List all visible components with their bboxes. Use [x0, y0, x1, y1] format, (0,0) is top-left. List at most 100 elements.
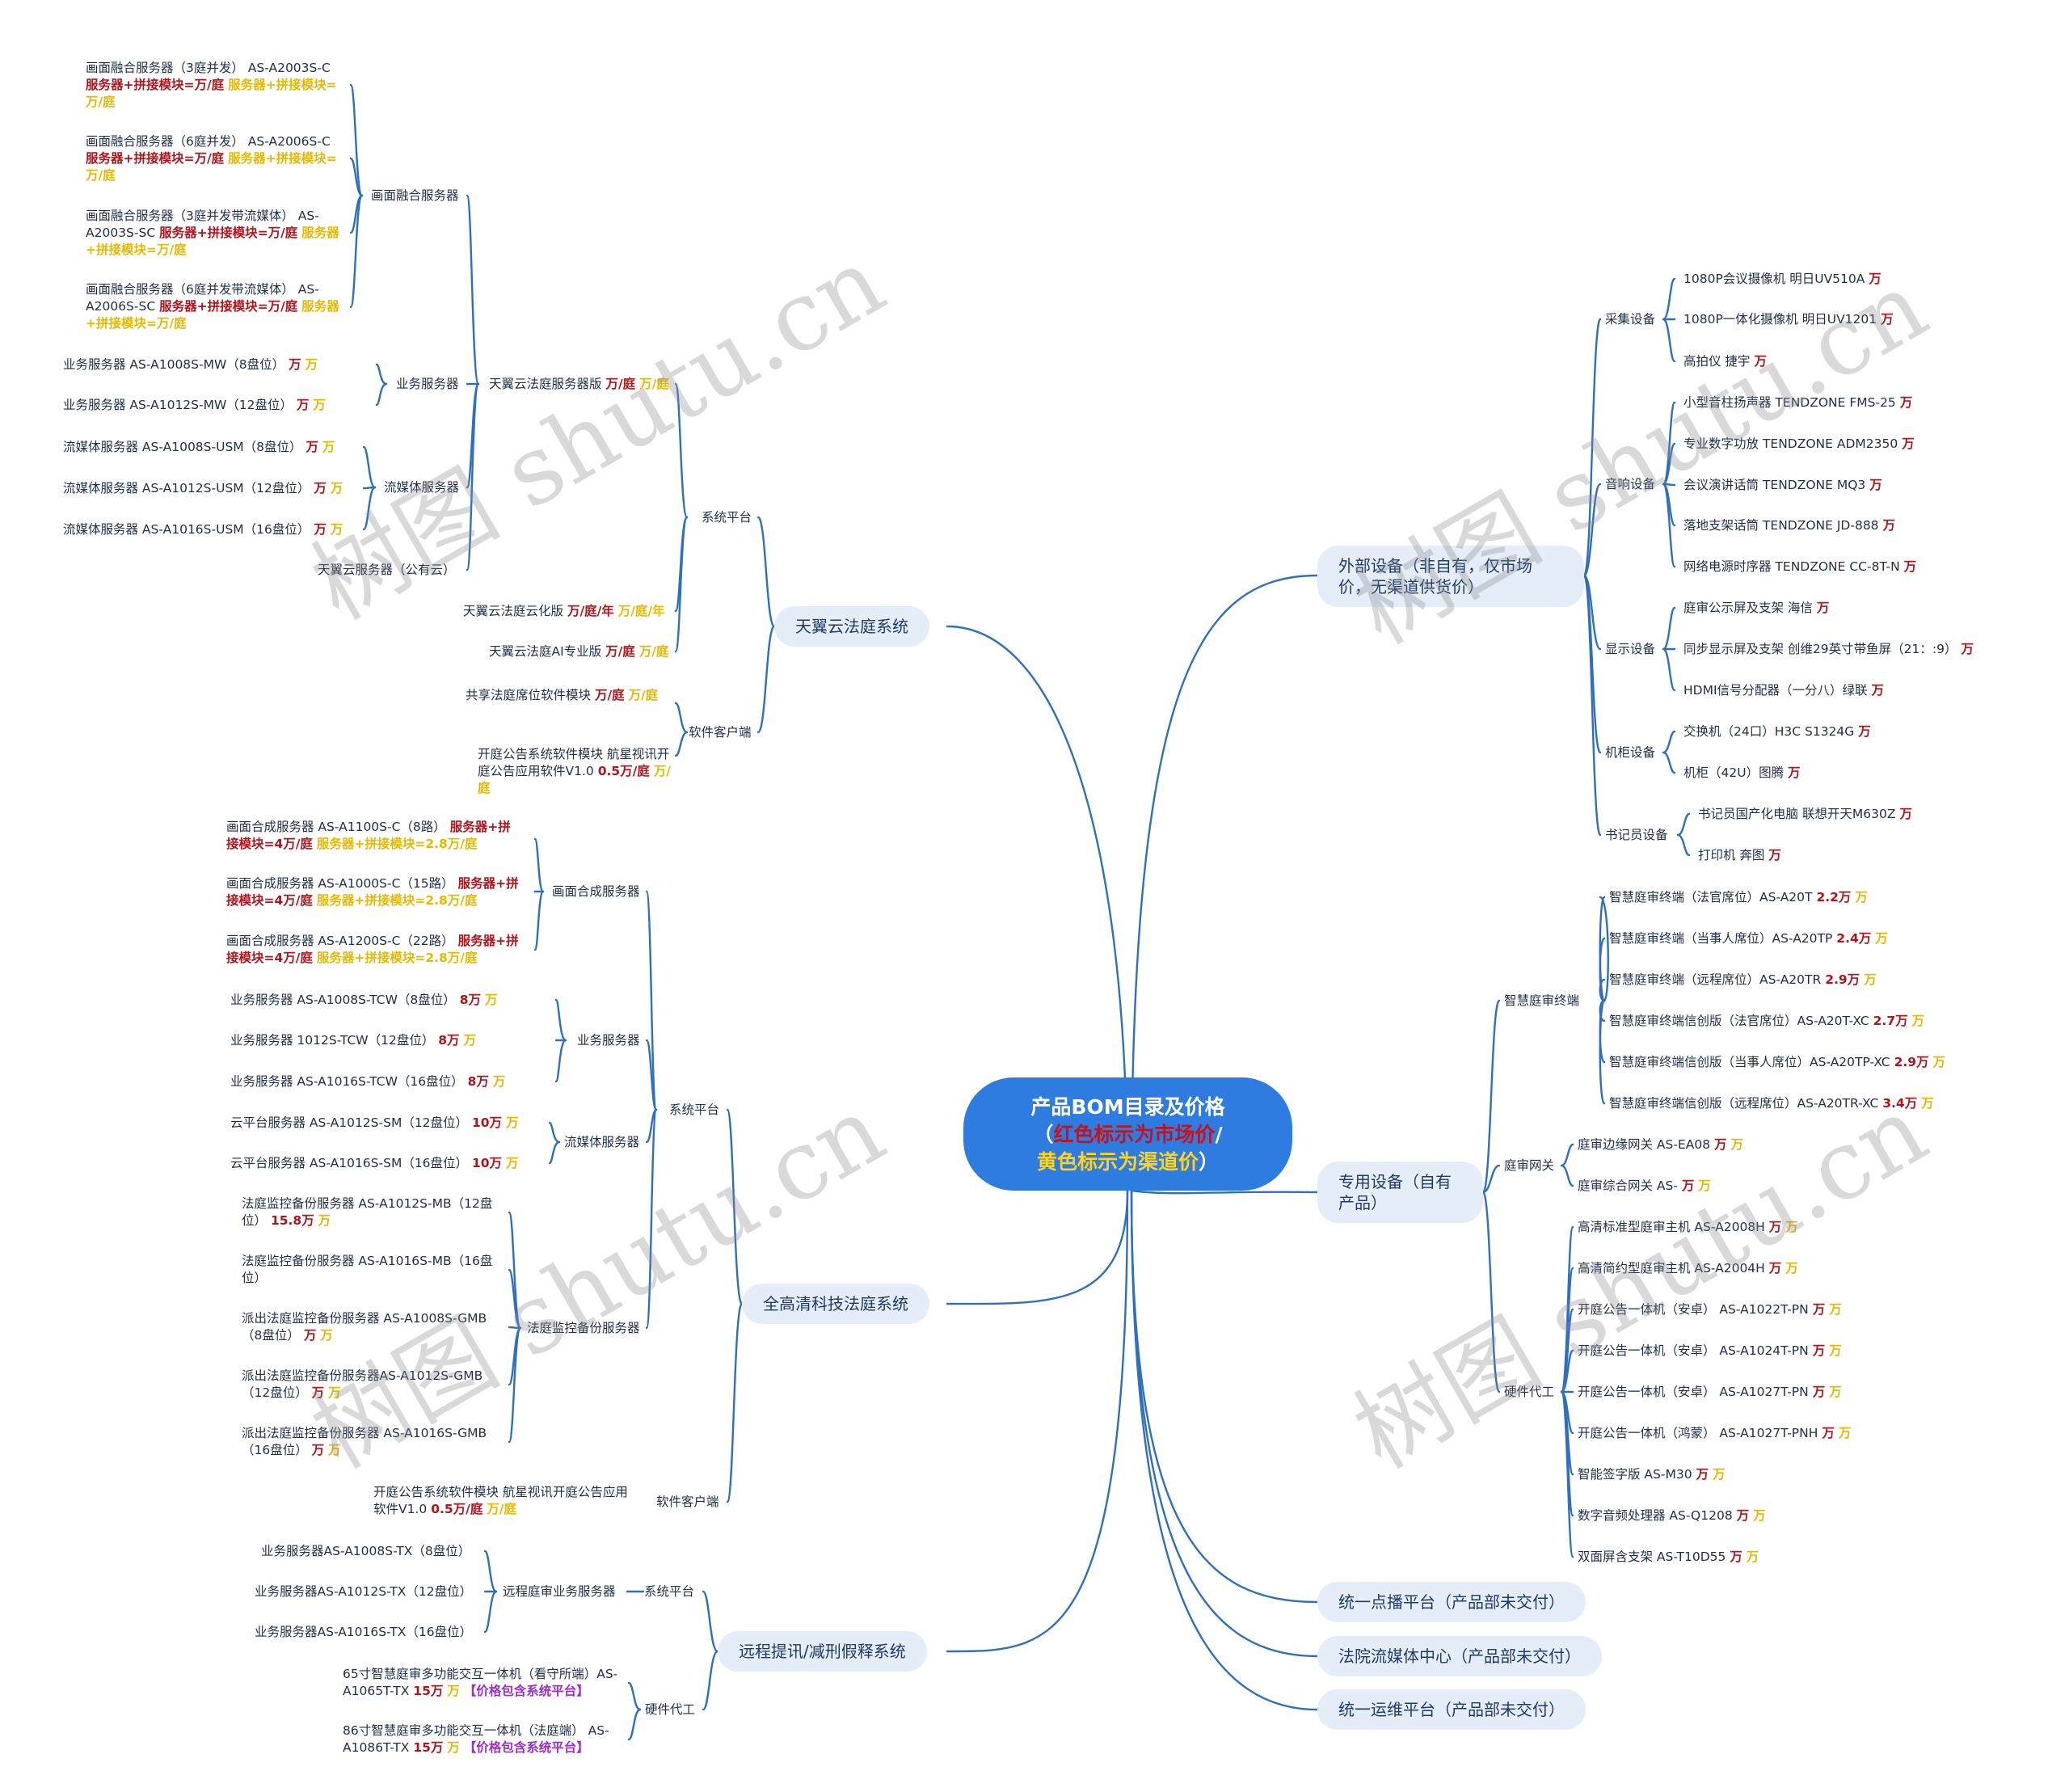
node-tianyi-server[interactable]: 天翼云法庭服务器版 万/庭 万/庭	[489, 377, 669, 391]
node-hd-client[interactable]: 软件客户端	[656, 1495, 719, 1509]
list-item[interactable]: 数字音频处理器 AS-Q1208 万 万	[1578, 1508, 1766, 1523]
node-external-devices[interactable]: 外部设备（非自有，仅市场价，无渠道供货价）	[1317, 546, 1584, 607]
list-item[interactable]: 法庭监控备份服务器 AS-A1012S-MB（12盘位） 15.8万 万	[242, 1196, 493, 1228]
node-tianyi-ai-version[interactable]: 天翼云法庭AI专业版 万/庭 万/庭	[489, 644, 669, 659]
list-item[interactable]: 业务服务器 AS-A1008S-TCW（8盘位） 8万 万	[230, 993, 498, 1007]
connector	[554, 998, 567, 1042]
list-item[interactable]: 画面合成服务器 AS-A1000S-C（15路） 服务器+拼接模块=4万/庭 服…	[226, 876, 519, 908]
list-item[interactable]: 智慧庭审终端信创版（法官席位）AS-A20T-XC 2.7万 万	[1609, 1014, 1925, 1028]
list-item[interactable]: 画面融合服务器（6庭并发带流媒体） AS-A2006S-SC 服务器+拼接模块=…	[86, 282, 339, 331]
list-item[interactable]: 1080P一体化摄像机 明日UV1201 万	[1683, 312, 1894, 327]
list-item[interactable]: 专业数字功放 TENDZONE ADM2350 万	[1683, 436, 1915, 451]
node-tianyi-notice-module[interactable]: 开庭公告系统软件模块 航星视讯开庭公告应用软件V1.0 0.5万/庭 万/庭	[478, 747, 671, 795]
node-remote-platform[interactable]: 系统平台	[644, 1584, 695, 1599]
list-item[interactable]: 画面合成服务器 AS-A1100S-C（8路） 服务器+拼接模块=4万/庭 服务…	[226, 820, 511, 851]
list-item[interactable]: 打印机 奔图 万	[1698, 848, 1781, 862]
node-remote-system[interactable]: 远程提讯/减刑假释系统	[718, 1631, 927, 1672]
node-own-devices[interactable]: 专用设备（自有产品）	[1317, 1162, 1483, 1223]
node-ops-platform[interactable]: 统一运维平台（产品部未交付）	[1317, 1689, 1586, 1730]
connector	[946, 1189, 1129, 1653]
list-item[interactable]: 派出法庭监控备份服务器AS-A1012S-GMB（12盘位） 万 万	[242, 1368, 483, 1400]
list-item[interactable]: 交换机（24口）H3C S1324G 万	[1683, 724, 1871, 739]
list-item[interactable]: 书记员国产化电脑 联想开天M630Z 万	[1698, 807, 1912, 821]
list-item[interactable]: 1080P会议摄像机 明日UV510A 万	[1683, 272, 1881, 286]
list-item[interactable]: 业务服务器AS-A1008S-TX（8盘位）	[261, 1544, 471, 1558]
list-item[interactable]: 派出法庭监控备份服务器 AS-A1008S-GMB（8盘位） 万 万	[242, 1311, 487, 1343]
list-item[interactable]: 开庭公告一体机（安卓） AS-A1027T-PN 万 万	[1578, 1385, 1842, 1399]
node-hd-yewu-group[interactable]: 业务服务器	[577, 1033, 640, 1048]
node-hd-court-system[interactable]: 全高清科技法庭系统	[742, 1284, 929, 1324]
connector	[548, 1121, 561, 1144]
node-ext-jigui[interactable]: 机柜设备	[1605, 745, 1656, 760]
list-item[interactable]: 云平台服务器 AS-A1012S-SM（12盘位） 10万 万	[230, 1115, 519, 1130]
list-item[interactable]: 画面融合服务器（6庭并发） AS-A2006S-C 服务器+拼接模块=万/庭 服…	[86, 134, 337, 183]
list-item[interactable]: 开庭公告一体机（鸿蒙） AS-A1027T-PNH 万 万	[1578, 1426, 1852, 1440]
list-item[interactable]: 同步显示屏及支架 创维29英寸带鱼屏（21：:9） 万	[1683, 642, 1974, 656]
list-item[interactable]: 画面融合服务器（3庭并发） AS-A2003S-C 服务器+拼接模块=万/庭 服…	[86, 61, 337, 109]
list-item[interactable]: 庭审边缘网关 AS-EA08 万 万	[1578, 1137, 1743, 1152]
node-tianyi-client[interactable]: 软件客户端	[689, 725, 752, 740]
node-hd-notice-module[interactable]: 开庭公告系统软件模块 航星视讯开庭公告应用软件V1.0 0.5万/庭 万/庭	[373, 1485, 628, 1516]
list-item[interactable]: 落地支架话筒 TENDZONE JD-888 万	[1683, 518, 1895, 533]
node-tianyi-cloud-version[interactable]: 天翼云法庭云化版 万/庭/年 万/庭/年	[463, 604, 665, 618]
node-tianyi-public-cloud[interactable]: 天翼云服务器（公有云）	[318, 563, 456, 577]
list-item[interactable]: 高清标准型庭审主机 AS-A2008H 万 万	[1578, 1220, 1798, 1234]
node-hd-hecheng-group[interactable]: 画面合成服务器	[552, 884, 640, 899]
list-item[interactable]: 网络电源时序器 TENDZONE CC-8T-N 万	[1683, 559, 1917, 574]
list-item[interactable]: 智慧庭审终端（当事人席位）AS-A20TP 2.4万 万	[1609, 931, 1888, 946]
node-tianyi-yewu-group[interactable]: 业务服务器	[396, 377, 459, 391]
node-ext-shujiyuan[interactable]: 书记员设备	[1605, 828, 1668, 842]
list-item[interactable]: 智慧庭审终端信创版（当事人席位）AS-A20TP-XC 2.9万 万	[1609, 1055, 1945, 1069]
list-item[interactable]: 高拍仪 捷宇 万	[1683, 354, 1767, 369]
list-item[interactable]: 双面屏含支架 AS-T10D55 万 万	[1578, 1550, 1759, 1564]
node-ext-caiji[interactable]: 采集设备	[1605, 312, 1656, 327]
node-tianyi-platform[interactable]: 系统平台	[702, 510, 752, 525]
root-node[interactable]: 产品BOM目录及价格 （红色标示为市场价/ 黄色标示为渠道价）	[963, 1077, 1292, 1191]
list-item[interactable]: 云平台服务器 AS-A1016S-SM（16盘位） 10万 万	[230, 1156, 519, 1170]
node-tianyi-system[interactable]: 天翼云法庭系统	[774, 606, 929, 647]
list-item[interactable]: 法庭监控备份服务器 AS-A1016S-MB（16盘位）	[242, 1254, 493, 1285]
list-item[interactable]: 庭审综合网关 AS- 万 万	[1578, 1179, 1711, 1193]
list-item[interactable]: 65寸智慧庭审多功能交互一体机（看守所端）AS-A1065T-TX 15万 万 …	[343, 1667, 618, 1698]
list-item[interactable]: 86寸智慧庭审多功能交互一体机（法庭端） AS-A1086T-TX 15万 万 …	[343, 1723, 609, 1755]
node-remote-server-group[interactable]: 远程庭审业务服务器	[503, 1584, 616, 1599]
list-item[interactable]: HDMI信号分配器（一分八）绿联 万	[1683, 683, 1884, 698]
list-item[interactable]: 画面合成服务器 AS-A1200S-C（22路） 服务器+拼接模块=4万/庭 服…	[226, 934, 519, 965]
list-item[interactable]: 画面融合服务器（3庭并发带流媒体） AS-A2003S-SC 服务器+拼接模块=…	[86, 209, 339, 257]
node-tianyi-huamian-group[interactable]: 画面融合服务器	[371, 188, 459, 203]
node-media-center[interactable]: 法院流媒体中心（产品部未交付）	[1317, 1636, 1602, 1676]
list-item[interactable]: 庭审公示屏及支架 海信 万	[1683, 601, 1830, 615]
node-own-gateway[interactable]: 庭审网关	[1504, 1158, 1555, 1173]
node-own-hw[interactable]: 硬件代工	[1504, 1385, 1555, 1399]
list-item[interactable]: 流媒体服务器 AS-A1016S-USM（16盘位） 万 万	[63, 522, 343, 537]
node-own-terminal[interactable]: 智慧庭审终端	[1504, 993, 1580, 1008]
list-item[interactable]: 业务服务器 AS-A1008S-MW（8盘位） 万 万	[63, 357, 318, 372]
node-hd-jiankong-group[interactable]: 法庭监控备份服务器	[527, 1321, 640, 1335]
list-item[interactable]: 高清简约型庭审主机 AS-A2004H 万 万	[1578, 1261, 1798, 1275]
node-tianyi-share-module[interactable]: 共享法庭席位软件模块 万/庭 万/庭	[466, 688, 659, 702]
list-item[interactable]: 机柜（42U）图腾 万	[1683, 765, 1801, 780]
list-item[interactable]: 业务服务器 AS-A1012S-MW（12盘位） 万 万	[63, 398, 326, 412]
list-item[interactable]: 小型音柱扬声器 TENDZONE FMS-25 万	[1683, 395, 1913, 410]
list-item[interactable]: 开庭公告一体机（安卓） AS-A1024T-PN 万 万	[1578, 1343, 1842, 1358]
list-item[interactable]: 业务服务器 AS-A1016S-TCW（16盘位） 8万 万	[230, 1074, 506, 1089]
list-item[interactable]: 流媒体服务器 AS-A1012S-USM（12盘位） 万 万	[63, 481, 343, 495]
list-item[interactable]: 智慧庭审终端信创版（远程席位）AS-A20TR-XC 3.4万 万	[1609, 1096, 1934, 1111]
list-item[interactable]: 业务服务器AS-A1016S-TX（16盘位）	[255, 1625, 473, 1639]
node-remote-hw[interactable]: 硬件代工	[645, 1702, 696, 1717]
list-item[interactable]: 业务服务器AS-A1012S-TX（12盘位）	[255, 1584, 473, 1599]
list-item[interactable]: 智慧庭审终端（远程席位）AS-A20TR 2.9万 万	[1609, 972, 1877, 987]
list-item[interactable]: 派出法庭监控备份服务器 AS-A1016S-GMB（16盘位） 万 万	[242, 1426, 487, 1457]
list-item[interactable]: 业务服务器 1012S-TCW（12盘位） 8万 万	[230, 1033, 477, 1048]
list-item[interactable]: 智能签字版 AS-M30 万 万	[1578, 1467, 1726, 1482]
list-item[interactable]: 智慧庭审终端（法官席位）AS-A20T 2.2万 万	[1609, 890, 1868, 904]
node-hd-platform[interactable]: 系统平台	[669, 1103, 720, 1117]
node-tianyi-liumeiti-group[interactable]: 流媒体服务器	[384, 480, 460, 495]
list-item[interactable]: 会议演讲话筒 TENDZONE MQ3 万	[1683, 478, 1882, 492]
node-ext-yinxiang[interactable]: 音响设备	[1605, 477, 1656, 491]
node-ext-xianshi[interactable]: 显示设备	[1605, 642, 1656, 656]
node-vod-platform[interactable]: 统一点播平台（产品部未交付）	[1317, 1582, 1586, 1622]
node-hd-liumeiti-group[interactable]: 流媒体服务器	[564, 1135, 640, 1149]
list-item[interactable]: 流媒体服务器 AS-A1008S-USM（8盘位） 万 万	[63, 440, 335, 454]
list-item[interactable]: 开庭公告一体机（安卓） AS-A1022T-PN 万 万	[1578, 1302, 1842, 1317]
